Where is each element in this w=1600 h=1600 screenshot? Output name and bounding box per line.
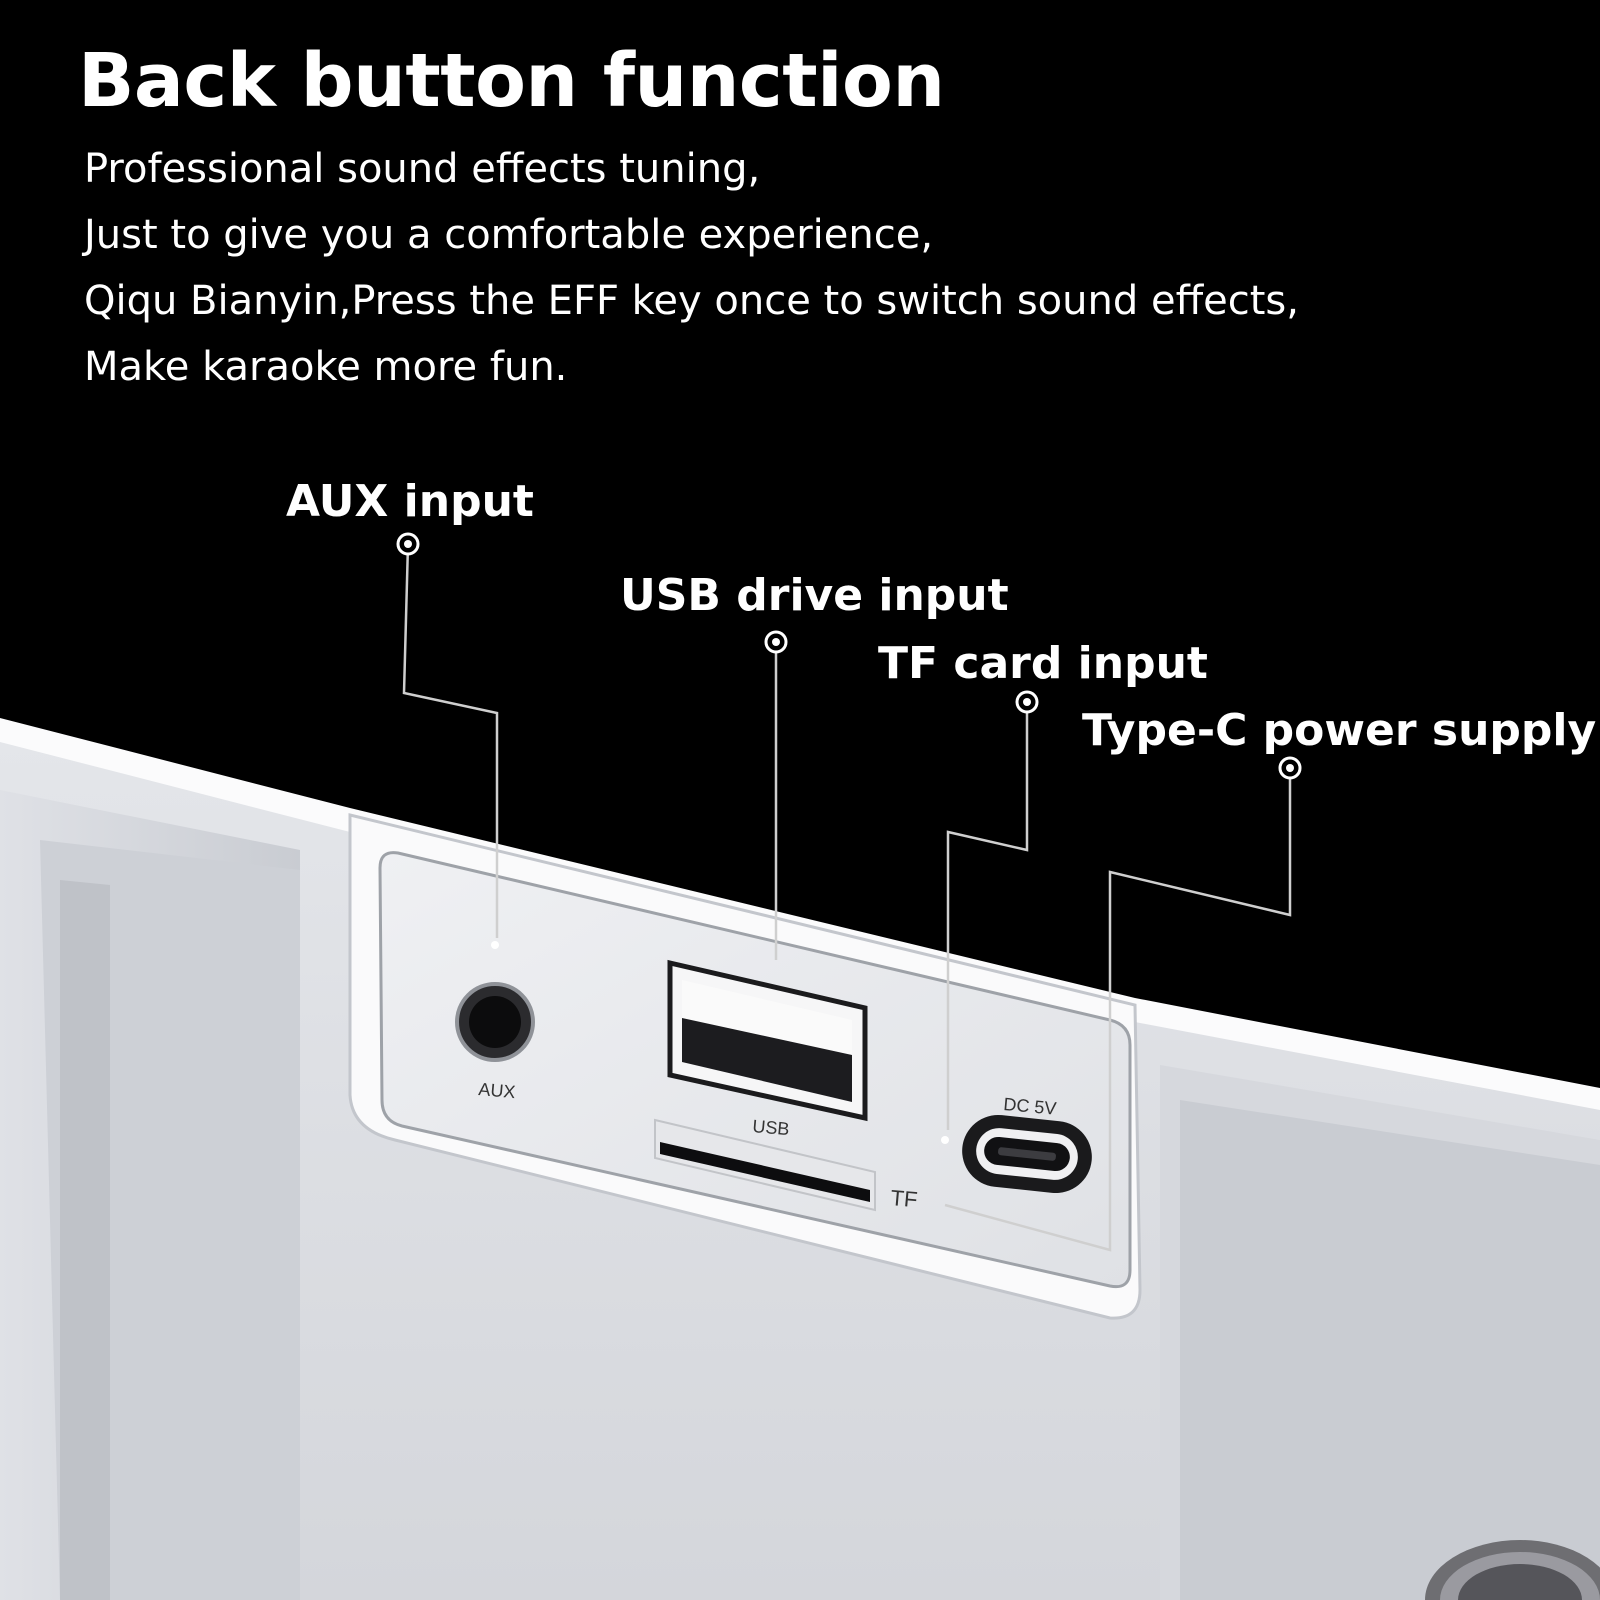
description-line: Professional sound effects tuning, [84, 146, 761, 192]
tf-card-input-label: TF card input [878, 638, 1208, 689]
usb-drive-input-label: USB drive input [620, 570, 1009, 621]
page-title: Back button function [78, 38, 945, 124]
callout-leader-lines [402, 543, 1292, 1252]
feature-description: Professional sound effects tuning, Just … [84, 136, 1299, 400]
description-line: Just to give you a comfortable experienc… [84, 212, 934, 258]
tf-slot [654, 1118, 876, 1212]
tf-leader-line [946, 712, 1029, 1130]
aux-marking: AUX [478, 1079, 517, 1102]
description-line: Make karaoke more fun. [84, 344, 568, 390]
typec-power-supply-label: Type-C power supply [1082, 705, 1597, 756]
aux-leader-line [402, 543, 499, 938]
description-line: Qiqu Bianyin,Press the EFF key once to s… [84, 278, 1299, 324]
typec-port [941, 1114, 1092, 1194]
usb-port [667, 959, 868, 1122]
usb-marking: USB [752, 1116, 791, 1139]
typec-leader-line [944, 778, 1292, 1252]
aux-port [455, 941, 535, 1062]
tf-marking: TF [890, 1185, 919, 1212]
typec-marking: DC 5V [1003, 1094, 1058, 1119]
aux-input-label: AUX input [286, 476, 534, 527]
